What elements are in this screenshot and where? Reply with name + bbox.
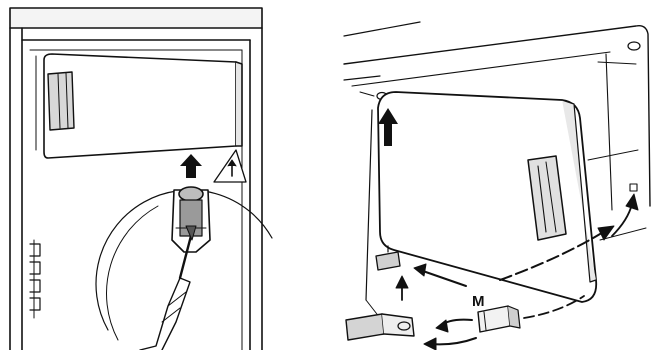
label-m: M <box>472 293 485 310</box>
lift-arrow <box>180 154 202 178</box>
hinge-cover <box>346 314 414 340</box>
left-panel <box>10 8 272 350</box>
door-hinge-bracket <box>172 187 210 252</box>
detail-callout <box>214 150 246 182</box>
right-panel: M <box>344 22 650 350</box>
compartment-door <box>378 92 596 302</box>
freezer-compartment-door <box>44 54 242 158</box>
hinge-pin <box>376 246 408 300</box>
screwdriver <box>140 226 196 350</box>
